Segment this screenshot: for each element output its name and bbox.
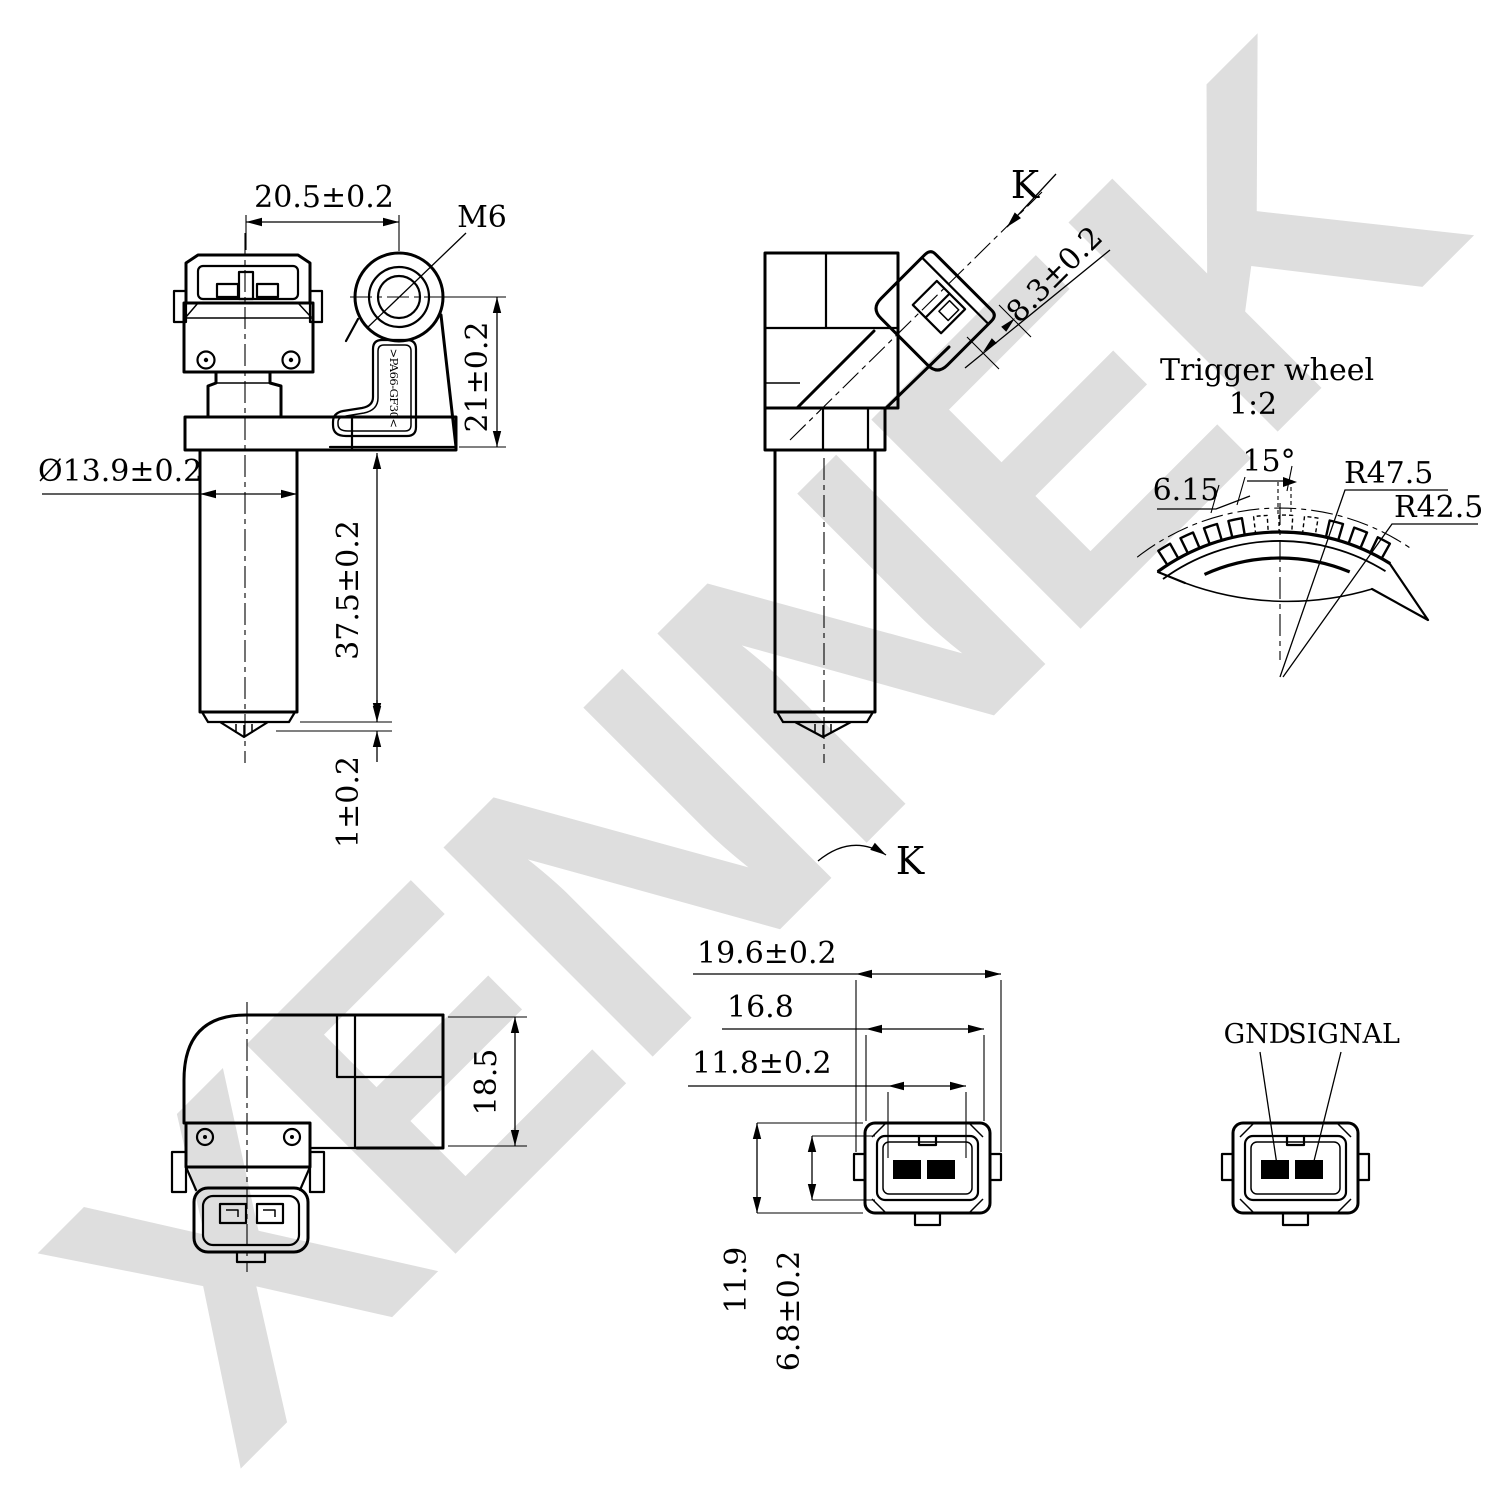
head-outline [184,1121,312,1169]
outer-radius-leader [1279,489,1448,678]
dim-overall-width-label: 19.6±0.2 [697,936,837,971]
side-tab-left [852,1152,867,1182]
connector-mouth [192,1186,310,1254]
trigger-wheel-teeth [1157,514,1392,567]
side-barrel [773,448,877,714]
pitch-angle-label: 15° [1242,444,1295,479]
signal-pin [1295,1160,1323,1179]
signal-label: SIGNAL [1288,1019,1400,1050]
connector-cap [184,253,312,305]
pinout-view: GND SIGNAL [1220,1019,1400,1227]
dim-conn-height-label: 11.9 [719,1247,754,1314]
bend-outline [182,1013,445,1125]
dim-pin-span-label: 11.8±0.2 [692,1046,832,1081]
trigger-wheel-title: Trigger wheel [1160,353,1374,388]
view-k-label: K [1011,163,1040,207]
dim-diameter-label: Ø13.9±0.2 [38,454,202,489]
bottom-tab [913,1211,942,1227]
screw-left [196,350,216,370]
sensor-barrel [198,448,299,714]
pin-1 [893,1160,921,1179]
trigger-wheel-scale: 1:2 [1229,387,1277,422]
side-body [763,251,900,410]
front-view: >PA66-GF30< 20.5±0.2 M6 21±0.2 Ø13.9±0.2 [38,180,507,848]
rim-inner-arc [1203,556,1351,576]
rotation-k-label: K [896,839,925,883]
pin-slot-2 [255,1202,285,1225]
outer-radius-label: R47.5 [1344,456,1433,491]
screw-right [281,350,301,370]
dim-tip-label: 1±0.2 [331,756,366,848]
angled-connector [874,250,996,372]
sensor-head [182,301,315,374]
pin-leaders [1259,1051,1342,1166]
inner-radius-label: R42.5 [1394,490,1483,525]
tooth-width-label: 6.15 [1153,473,1220,508]
side-flange [763,406,887,452]
connector-axis [789,191,1043,441]
tip-reference-arc [1136,507,1411,558]
pin-2 [927,1160,955,1179]
pin-slot-1 [218,1202,248,1225]
rotation-arrow [817,842,887,862]
side-tab-right [988,1152,1003,1182]
keying-notch [917,1134,938,1147]
material-marking: >PA66-GF30< [387,348,401,427]
dim-depth-label: 8.3±0.2 [1000,220,1110,330]
inner-radius-leader [1282,523,1478,678]
thread-label: M6 [457,200,507,235]
side-view: K 8.3±0.2 K [763,163,1111,883]
gnd-pin [1261,1160,1289,1179]
dim-bottom-height-label: 18.5 [469,1049,504,1116]
gnd-label: GND [1224,1019,1291,1050]
dim-width-label: 20.5±0.2 [254,180,394,215]
rim-outer-arc [1156,530,1392,573]
dim-opening-height-label: 6.8±0.2 [772,1251,807,1372]
sensor-tip [200,710,297,739]
bracket-slot [331,338,418,438]
trigger-wheel-view: Trigger wheel 1:2 6.15 15° R47.5 [1136,353,1483,678]
mounting-flange [183,415,458,452]
dim-body-width-label: 16.8 [727,990,794,1025]
dim-barrel-length-label: 37.5±0.2 [331,520,366,660]
bottom-view: 18.5 [170,1002,527,1272]
dim-height-label: 21±0.2 [460,321,495,432]
connector-dim-view: 19.6±0.2 16.8 11.8±0.2 11.9 6.8±0.2 [688,936,1003,1372]
